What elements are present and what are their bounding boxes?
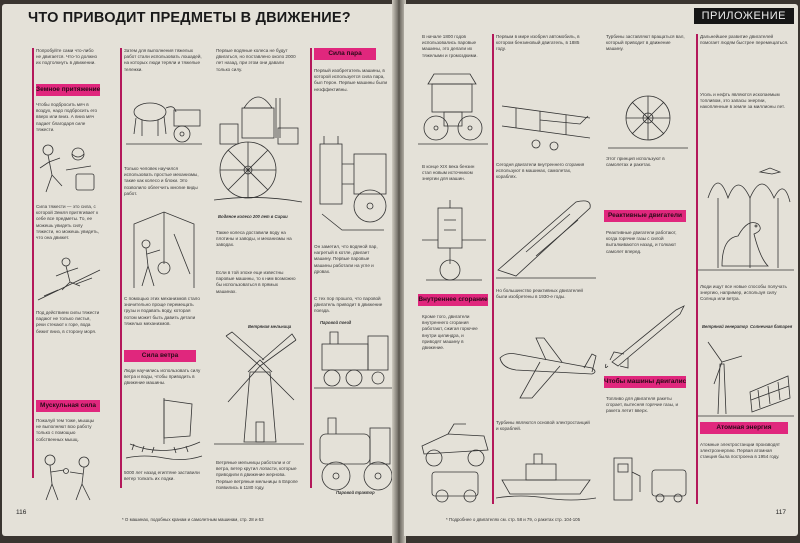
page-number-right: 117 xyxy=(775,509,786,516)
caption-locomotive: Паровой поезд xyxy=(320,320,352,325)
book-gutter xyxy=(392,0,406,543)
col3-text-top: Турбины заставляют вращаться вал, которы… xyxy=(606,34,685,52)
col2-text-low: Но большинство реактивных двигателей был… xyxy=(496,288,583,300)
illustration-ship-turbine xyxy=(496,450,596,502)
gravity-text-2: Сила тяжести — это сила, с которой Земля… xyxy=(36,204,99,241)
section-header-wind: Сила ветра xyxy=(124,350,196,362)
illustration-wind-solar xyxy=(698,334,794,418)
illustration-waterwheel-city xyxy=(214,78,302,212)
red-margin-rule xyxy=(32,48,34,478)
section-header-rocket-engines: Чтобы машины двигались xyxy=(604,376,686,388)
wind-text: Люди научились использовать силу ветра и… xyxy=(124,368,201,386)
red-margin-rule xyxy=(696,34,698,504)
intro-text: Попробуйте сами что-либо не двигается. Ч… xyxy=(36,48,98,66)
illustration-steam-locomotive xyxy=(314,330,394,414)
red-margin-rule xyxy=(492,34,494,504)
illustration-biplane xyxy=(496,86,596,158)
footnote-right: * Подробнее о двигателях см. стр. 58 и 7… xyxy=(446,517,581,522)
col2-text-low: С помощью этих механизмов стало значител… xyxy=(124,296,200,326)
col3-text-mid: Этот принцип используют в самолетах и ра… xyxy=(606,156,665,168)
col2-text-mid: Сегодня двигатели внутреннего сгорания и… xyxy=(496,162,585,180)
left-page: ЧТО ПРИВОДИТ ПРЕДМЕТЫ В ДВИЖЕНИЕ? Попроб… xyxy=(2,4,394,536)
col3-text-mid: Также колеса доставили воду на плотины и… xyxy=(216,230,292,248)
illustration-windmill xyxy=(214,322,304,452)
section-header-steam: Сила пара xyxy=(314,48,376,60)
atomic-text: Атомные электростанции производят электр… xyxy=(700,442,781,460)
caption-wind-generator: Ветряной генератор xyxy=(702,324,748,329)
illustration-fuel-pump xyxy=(604,452,692,504)
caption-waterwheel: Водяное колесо 200 лет в Сирии xyxy=(218,214,288,219)
col4-text-mid: Уголь и нефть являются ископаемым топлив… xyxy=(700,92,785,110)
col1-text-mid: В конце XIX века бензин стал новым источ… xyxy=(422,164,475,182)
section-header-internal-combustion: Внутреннее сгорание xyxy=(418,294,488,306)
muscle-text: Пожалуй тем тоже, мышцы не выполняют всю… xyxy=(36,418,95,442)
illustration-steam-tractor xyxy=(314,414,394,498)
caption-windmill: Ветряная мельница xyxy=(248,324,292,329)
steam-text-3: С тех пор прошло, что паровой двигатель … xyxy=(314,296,383,314)
illustration-skier xyxy=(36,250,102,306)
caption-tractor: Паровой трактор xyxy=(336,490,375,495)
steam-text: Первый изобретатель машины, в которой ис… xyxy=(314,68,388,92)
col4-text-low: Люди ищут все новые способы получать эне… xyxy=(700,284,787,302)
reactive-text: Реактивные двигатели работают, когда гор… xyxy=(606,230,677,254)
illustration-ox-cart xyxy=(124,82,204,160)
illustration-rocket xyxy=(604,300,692,370)
illustration-turbine xyxy=(604,88,692,152)
illustration-steam-engine-works xyxy=(314,134,392,238)
illustration-sailboat xyxy=(124,392,204,466)
appendix-label: ПРИЛОЖЕНИЕ xyxy=(693,8,794,24)
illustration-well-pump xyxy=(124,204,204,290)
col2-text-bottom: Турбины являются основой электростанций … xyxy=(496,420,590,432)
col2-text-mid: Только человек научился использовать про… xyxy=(124,166,199,196)
illustration-boxers xyxy=(36,450,102,502)
illustration-bullet-train xyxy=(496,194,596,280)
red-margin-rule xyxy=(310,48,312,488)
footnote-left: * О машинах, подобных кранам и самолетны… xyxy=(122,517,264,522)
steam-text-2: Он заметил, что водяной пар, нагретый в … xyxy=(314,244,378,274)
red-margin-rule xyxy=(120,48,122,488)
col4-text-top: Дальнейшее развитие двигателей помогает … xyxy=(700,34,789,46)
rocket-text: Топливо для двигателя ракеты сгорает, вы… xyxy=(606,396,679,414)
col3-text-low: Если в той эпохе еще известны паровые ма… xyxy=(216,270,296,294)
caption-solar-panel: Солнечная батарея xyxy=(750,324,793,329)
section-header-muscle: Мускульная сила xyxy=(36,400,100,412)
illustration-dinosaurs-forest xyxy=(698,158,794,278)
illustration-airliner xyxy=(496,328,600,408)
col3-text-bottom: Ветряные мельницы работали и от ветра, в… xyxy=(216,460,298,490)
gravity-text: Чтобы подбросить мяч в воздух, надо подб… xyxy=(36,102,98,132)
page-title: ЧТО ПРИВОДИТ ПРЕДМЕТЫ В ДВИЖЕНИЕ? xyxy=(28,10,351,26)
illustration-ball-kick xyxy=(36,140,102,200)
col1-text-top: В начале 1800 годов использовались паров… xyxy=(422,34,478,58)
col2-text-top: Первым в мире изобрел автомобиль, в кото… xyxy=(496,34,580,52)
section-header-atomic-energy: Атомная энергия xyxy=(700,422,788,434)
illustration-old-car xyxy=(418,64,488,160)
section-header-gravity: Земное притяжение xyxy=(36,84,100,96)
right-page: ПРИЛОЖЕНИЕ В начале 1800 годов использов… xyxy=(404,4,798,536)
col3-text-top: Первые водяные колеса не будут двигаться… xyxy=(216,48,296,72)
section-header-reactive-engines: Реактивные двигатели xyxy=(604,210,686,222)
col2-text-top: Затем для выполнения тяжелых работ стали… xyxy=(124,48,202,72)
page-number-left: 116 xyxy=(16,509,27,516)
illustration-race-car xyxy=(418,406,492,504)
illustration-engine-cylinder xyxy=(418,200,490,284)
gravity-text-3: Под действием силы тяжести падают не тол… xyxy=(36,310,100,334)
wind-text-2: 5000 лет назад египтяне заставили ветер … xyxy=(124,470,200,482)
col1-text-low: Кроме того, двигатели внутреннего сгоран… xyxy=(422,314,478,351)
